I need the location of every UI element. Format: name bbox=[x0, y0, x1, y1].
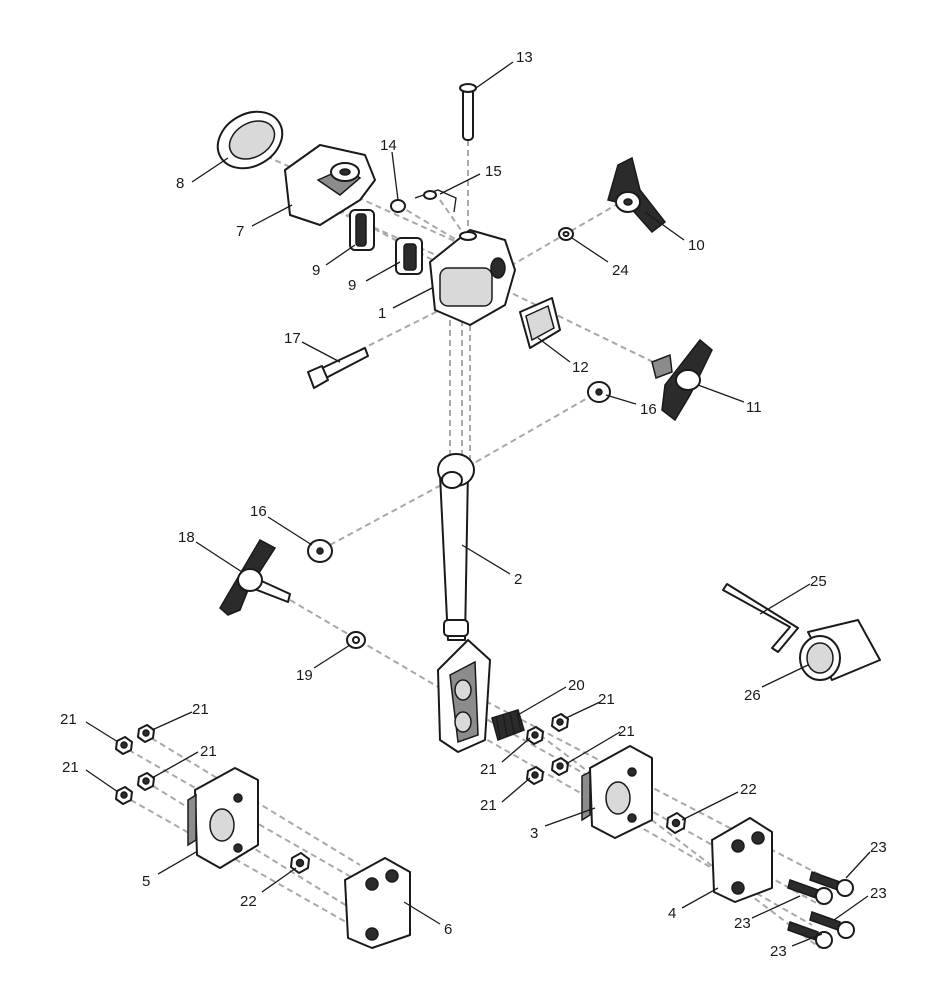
spring-20 bbox=[491, 709, 525, 741]
callout-25: 25 bbox=[810, 573, 827, 590]
callout-1: 1 bbox=[378, 305, 386, 322]
callout-11: 11 bbox=[746, 399, 762, 416]
callout-17: 17 bbox=[284, 330, 301, 347]
washer-24 bbox=[558, 227, 574, 241]
arm-2 bbox=[437, 453, 491, 753]
hex-key-25 bbox=[722, 583, 799, 653]
callout-9-lower: 9 bbox=[348, 277, 356, 294]
callout-2: 2 bbox=[514, 571, 522, 588]
leader-lines bbox=[85, 61, 871, 947]
callout-16-upper: 16 bbox=[640, 401, 657, 418]
screw-14 bbox=[390, 199, 406, 213]
callout-4: 4 bbox=[668, 905, 676, 922]
callout-6: 6 bbox=[444, 921, 452, 938]
callout-23-c: 23 bbox=[870, 885, 887, 902]
oval-pad-8 bbox=[216, 110, 284, 170]
nut-21-f bbox=[526, 726, 544, 745]
callout-21-d: 21 bbox=[62, 759, 79, 776]
callout-16-lower: 16 bbox=[250, 503, 267, 520]
clamp-jaw-7 bbox=[284, 144, 376, 226]
nut-21-g bbox=[551, 757, 569, 776]
callout-21-a: 21 bbox=[60, 711, 77, 728]
nut-22-b bbox=[666, 812, 686, 834]
callout-labels: 13 14 15 8 7 9 9 1 10 24 17 12 11 16 16 … bbox=[60, 49, 887, 960]
head-body-1 bbox=[429, 229, 516, 326]
nut-21-e bbox=[551, 713, 569, 732]
clamp-block-5 bbox=[187, 767, 259, 869]
wing-knob-11 bbox=[651, 338, 713, 422]
callout-23-a: 23 bbox=[870, 839, 887, 856]
clamp-cap-6 bbox=[344, 857, 411, 949]
callout-26: 26 bbox=[744, 687, 761, 704]
bolt-17 bbox=[307, 347, 369, 389]
screw-23-a bbox=[809, 871, 854, 897]
pad-12 bbox=[519, 297, 561, 349]
washer-19 bbox=[346, 631, 366, 649]
screw-23-b bbox=[787, 879, 833, 905]
callout-21-g: 21 bbox=[480, 761, 497, 778]
callout-21-b: 21 bbox=[192, 701, 209, 718]
callout-21-f: 21 bbox=[618, 723, 635, 740]
washer-16-lower bbox=[307, 539, 333, 563]
spring-clip-15 bbox=[414, 189, 457, 213]
callout-18: 18 bbox=[178, 529, 195, 546]
screw-23-c bbox=[809, 911, 855, 939]
callout-23-b: 23 bbox=[734, 915, 751, 932]
pad-9-upper bbox=[349, 209, 375, 251]
callout-15: 15 bbox=[485, 163, 502, 180]
callout-9-upper: 9 bbox=[312, 262, 320, 279]
callout-3: 3 bbox=[530, 825, 538, 842]
pin-13 bbox=[459, 83, 477, 141]
nut-21-a bbox=[115, 736, 133, 755]
callout-7: 7 bbox=[236, 223, 244, 240]
pad-9-lower bbox=[395, 237, 423, 275]
callout-21-e: 21 bbox=[598, 691, 615, 708]
callout-13: 13 bbox=[516, 49, 533, 66]
sleeve-26 bbox=[799, 619, 881, 681]
callout-10: 10 bbox=[688, 237, 705, 254]
washer-16-upper bbox=[587, 381, 611, 403]
callout-19: 19 bbox=[296, 667, 313, 684]
nut-21-b bbox=[137, 724, 155, 743]
nut-21-d bbox=[115, 786, 133, 805]
clamp-block-3 bbox=[581, 745, 653, 839]
callout-21-c: 21 bbox=[200, 743, 217, 760]
callout-22-a: 22 bbox=[240, 893, 257, 910]
callout-8: 8 bbox=[176, 175, 184, 192]
callout-5: 5 bbox=[142, 873, 150, 890]
callout-20: 20 bbox=[568, 677, 585, 694]
screw-23-d bbox=[787, 921, 833, 949]
callout-23-d: 23 bbox=[770, 943, 787, 960]
clamp-cap-4 bbox=[711, 817, 773, 903]
nut-21-c bbox=[137, 772, 155, 791]
wing-knob-18 bbox=[219, 538, 291, 616]
callout-21-h: 21 bbox=[480, 797, 497, 814]
callout-22-b: 22 bbox=[740, 781, 757, 798]
callout-14: 14 bbox=[380, 137, 397, 154]
wing-knob-10 bbox=[607, 156, 667, 234]
callout-12: 12 bbox=[572, 359, 589, 376]
nut-21-h bbox=[526, 766, 544, 785]
callout-24: 24 bbox=[612, 262, 629, 279]
